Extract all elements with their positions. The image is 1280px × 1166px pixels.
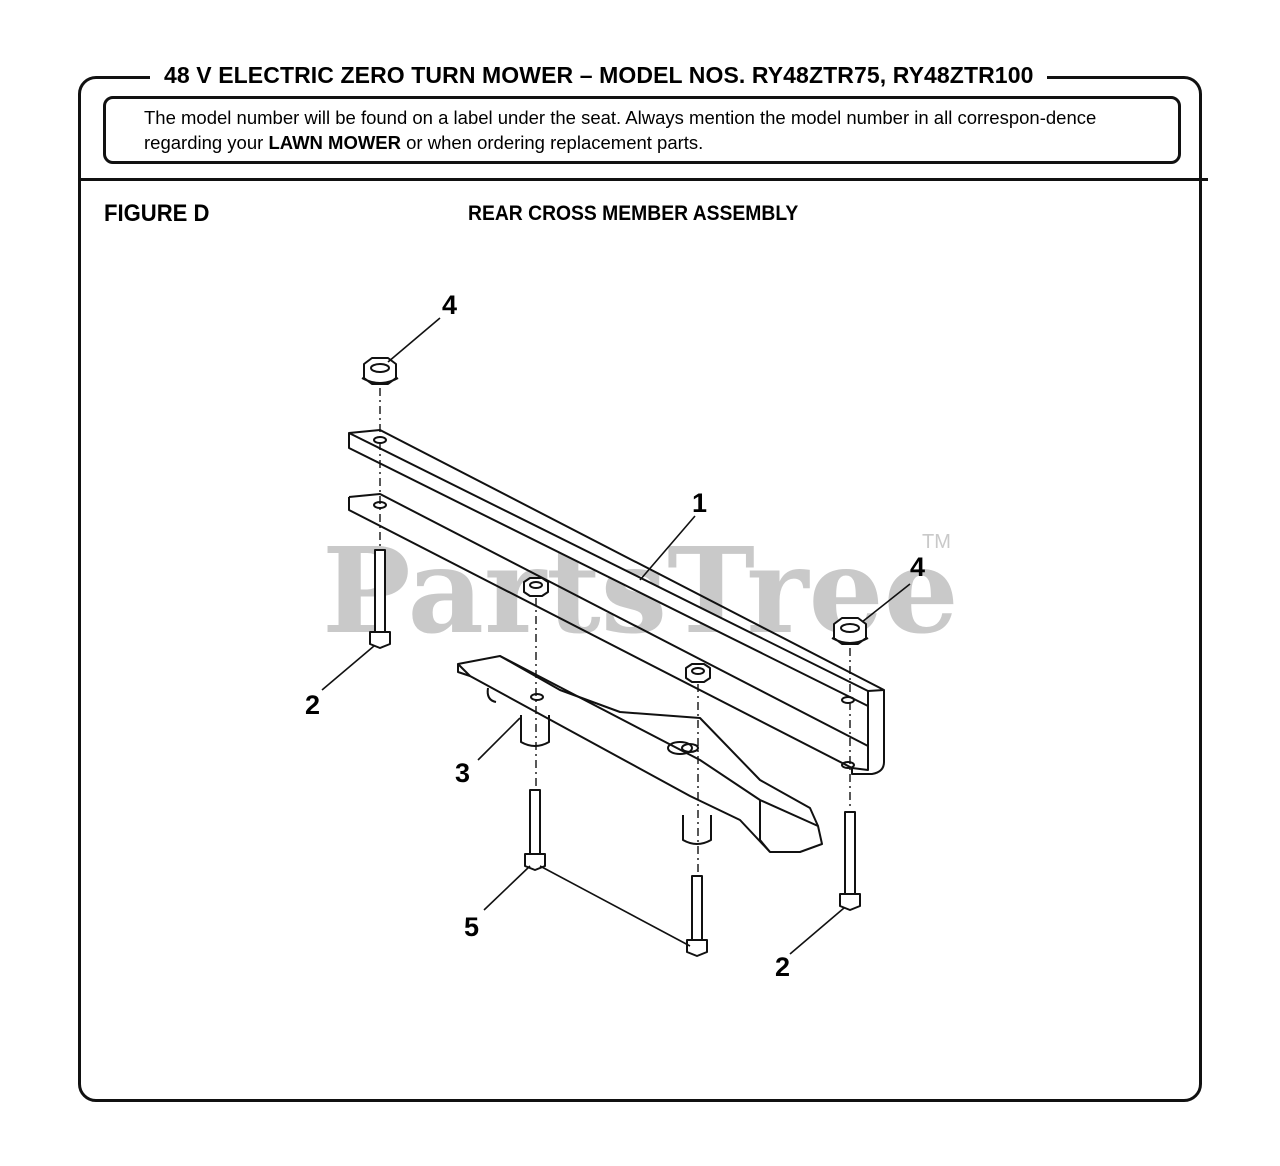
- short-bolt-right: [686, 875, 708, 957]
- callout-right-nut: 4: [910, 552, 925, 582]
- figure-label: FIGURE D: [104, 200, 210, 227]
- flange-nut-right: [831, 617, 869, 645]
- figure-title: REAR CROSS MEMBER ASSEMBLY: [468, 202, 799, 225]
- model-number-notice: The model number will be found on a labe…: [103, 96, 1181, 164]
- notice-text-after: or when ordering replacement parts.: [401, 132, 704, 153]
- short-bolt-left: [524, 789, 546, 871]
- notice-text-before: The model number will be found on a labe…: [144, 107, 1097, 153]
- callout-bracket: 3: [455, 758, 470, 788]
- callout-cross-member: 1: [692, 488, 707, 518]
- bracket-nut-left: [523, 577, 549, 597]
- long-bolt-right: [839, 811, 861, 911]
- cross-member-part: [348, 429, 885, 775]
- leader-lines: [321, 317, 911, 955]
- notice-emphasis: LAWN MOWER: [268, 132, 401, 153]
- header-title: 48 V ELECTRIC ZERO TURN MOWER – MODEL NO…: [150, 58, 1048, 92]
- callout-right-bolt: 2: [775, 952, 790, 982]
- long-bolt-left: [369, 549, 391, 649]
- callout-short-bolts: 5: [464, 912, 479, 942]
- alignment-lines: [379, 388, 851, 874]
- bracket-nut-right: [685, 663, 711, 683]
- callout-left-bolt: 2: [305, 690, 320, 720]
- section-divider: [78, 178, 1208, 181]
- flange-nut-top-left: [361, 357, 399, 385]
- watermark-tm: TM: [922, 531, 951, 553]
- callout-top-left-nut: 4: [442, 290, 457, 320]
- bracket-part: [457, 655, 823, 853]
